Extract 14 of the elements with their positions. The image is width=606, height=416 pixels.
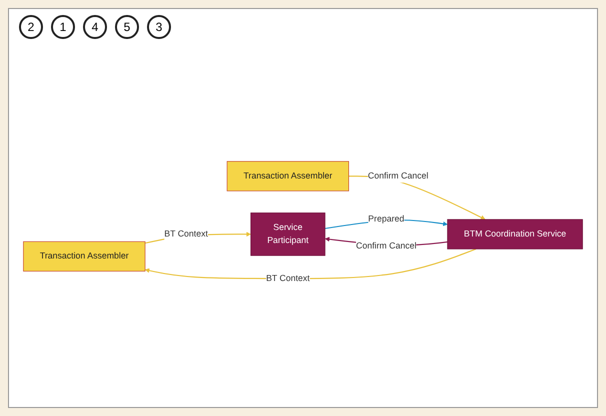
- node-box: Transaction Assembler: [23, 241, 146, 272]
- callout-number: 2: [19, 15, 43, 39]
- edge-label: BT Context: [266, 273, 310, 283]
- node-box: Transaction Assembler: [226, 160, 349, 191]
- node-box: Service Participant: [250, 212, 326, 256]
- edge-label: Prepared: [368, 214, 404, 224]
- edge-label: Confirm Cancel: [368, 170, 428, 180]
- node-box: BTM Coordination Service: [447, 218, 583, 250]
- callout-number: 3: [147, 15, 171, 39]
- edge-label: BT Context: [164, 229, 208, 238]
- callout-number: 5: [115, 15, 139, 39]
- callout-number: 4: [83, 15, 107, 39]
- edge-label: Confirm Cancel: [356, 240, 416, 250]
- callout-number: 1: [51, 15, 75, 39]
